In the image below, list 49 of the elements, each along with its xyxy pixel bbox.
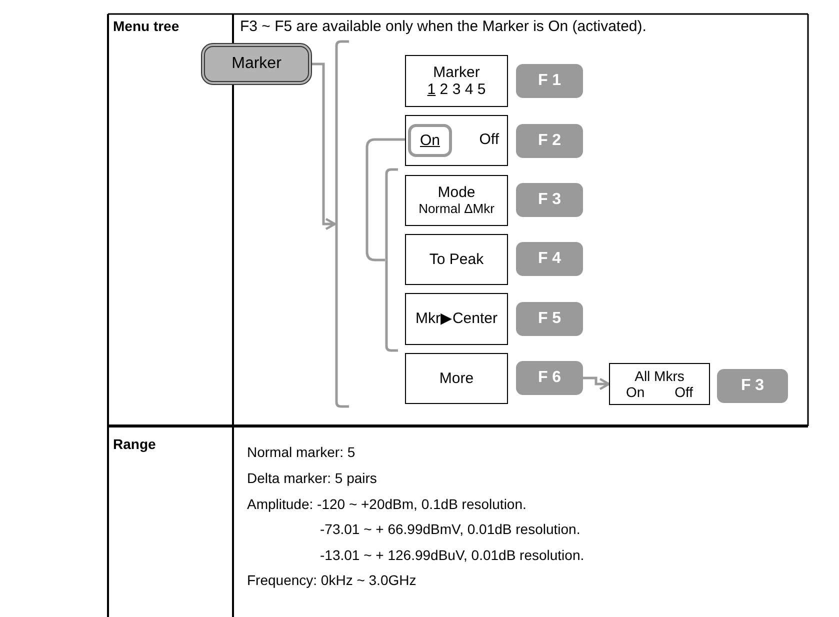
softkey-box: [609, 363, 710, 405]
softkey-label: Marker: [433, 64, 480, 81]
key-label: F 3: [740, 376, 764, 396]
arrow: [312, 62, 336, 230]
softkey-label: On Off: [626, 384, 693, 400]
spec-text: Amplitude: -120 ~ +20dBm, 0.1dB resolution.: [247, 496, 526, 512]
key-label: F 6: [538, 368, 562, 388]
option-label: On: [420, 132, 440, 150]
spec-text: -13.01 ~ + 126.99dBuV, 0.01dB resolution.: [320, 547, 584, 563]
softkey-box: [405, 293, 508, 345]
key-label: F 4: [538, 250, 562, 268]
function-key: [717, 369, 788, 403]
key-label: F 2: [538, 132, 562, 150]
spec-text: Delta marker: 5 pairs: [247, 470, 377, 486]
function-key: [516, 302, 583, 336]
softkey-box: [405, 175, 508, 226]
softkey-box: [405, 55, 508, 107]
softkey-label: All Mkrs: [634, 368, 684, 384]
softkey-label: Normal ΔMkr: [418, 202, 494, 217]
softkey-label: Mkr▶Center: [415, 310, 498, 328]
bracket: [385, 168, 398, 352]
key-label: F 5: [538, 310, 562, 328]
softkey-box: [405, 234, 508, 285]
arrow: [583, 376, 610, 390]
menu-button: [201, 43, 312, 85]
softkey-box: [405, 115, 508, 166]
softkey-box: [405, 353, 508, 404]
function-key: [516, 361, 583, 395]
function-key: [516, 124, 583, 158]
button-label: Marker: [232, 54, 282, 74]
connector-line: [366, 138, 407, 262]
spec-text: Frequency: 0kHz ~ 3.0GHz: [247, 572, 416, 588]
softkey-label: More: [439, 370, 474, 388]
softkey-label: To Peak: [429, 250, 484, 268]
function-key: [516, 242, 583, 276]
softkey-label: Mode: [438, 184, 476, 202]
spec-text: -73.01 ~ + 66.99dBmV, 0.01dB resolution.: [320, 521, 580, 537]
function-key: [516, 183, 583, 217]
key-label: F 1: [538, 72, 562, 90]
selected-option: [408, 124, 452, 157]
note-text: F3 ~ F5 are available only when the Marker is On (activated).: [240, 18, 646, 35]
table-header: Range: [113, 436, 156, 452]
softkey-label: 1 2 3 4 5: [427, 81, 486, 98]
function-key: [516, 64, 583, 98]
bracket: [335, 40, 349, 408]
spec-text: Normal marker: 5: [247, 444, 356, 460]
softkey-label: Off: [479, 131, 499, 148]
key-label: F 3: [538, 190, 562, 210]
table-header: Menu tree: [113, 18, 180, 34]
